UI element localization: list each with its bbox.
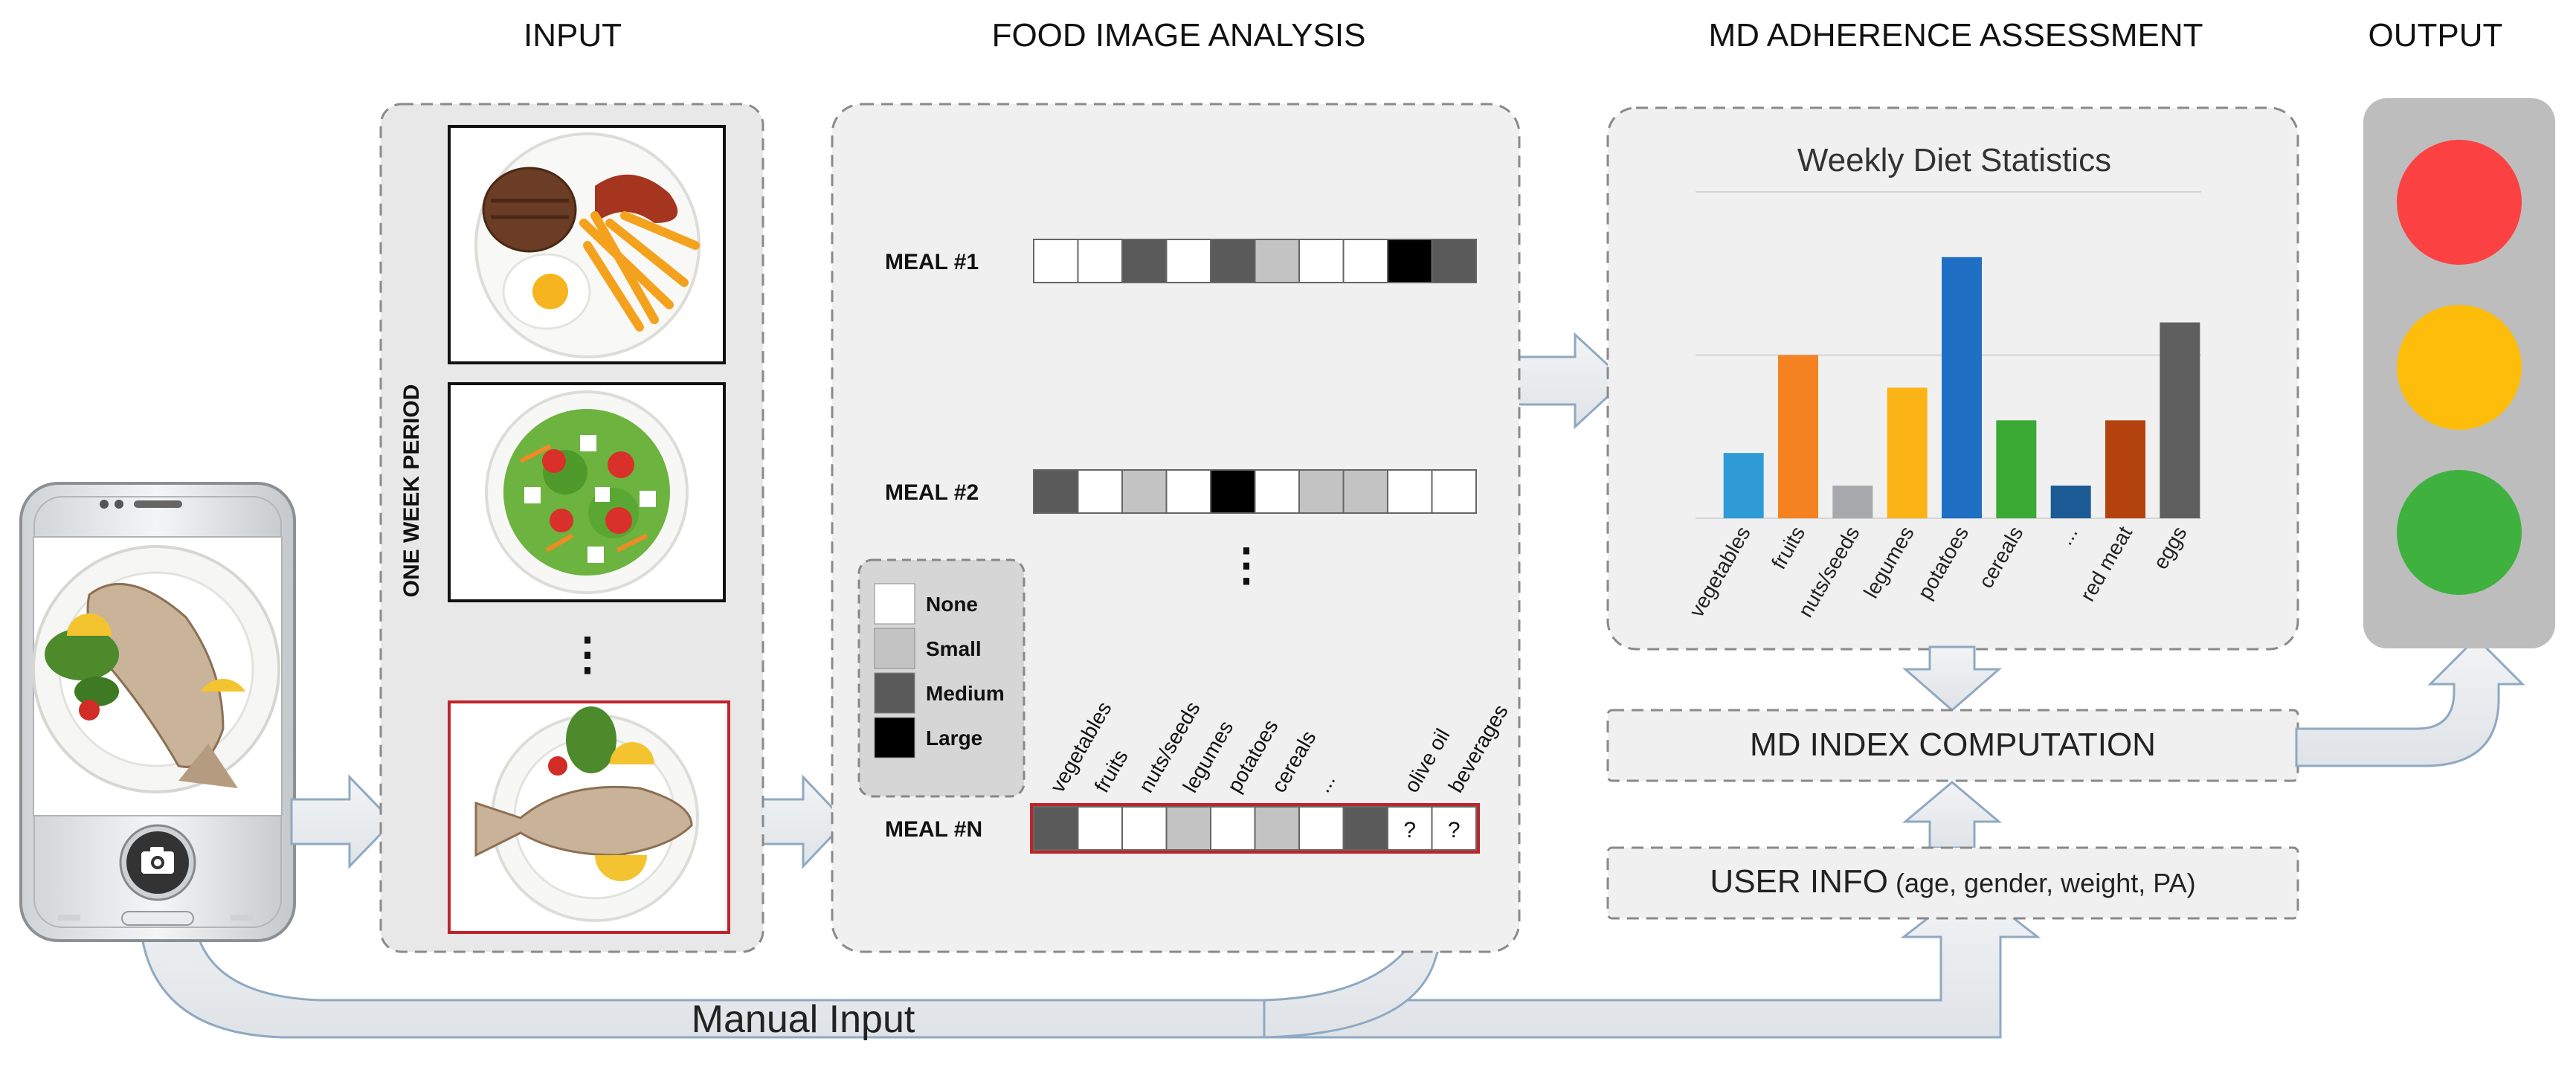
unknown-mark: ? [1403, 818, 1416, 842]
arrow-userinfo-to-index [1902, 781, 2003, 849]
meal-cell-2-5 [1210, 469, 1256, 514]
bar-fruits [1778, 355, 1818, 518]
meal-cell-1-1 [1033, 239, 1079, 283]
bar-redmeat [2105, 420, 2145, 518]
meal-cell-1-3 [1121, 239, 1168, 283]
meal-1-vector [1033, 239, 1477, 283]
legend-swatch-none [874, 583, 915, 625]
user-info-text: USER INFO (age, gender, weight, PA) [1710, 863, 2195, 900]
meal-1-label: MEAL #1 [885, 250, 979, 274]
meal-cell-3-7 [1298, 806, 1345, 851]
bar-eggs [2160, 322, 2200, 518]
header-food-image-analysis: FOOD IMAGE ANALYSIS [992, 17, 1366, 54]
meal-cell-3-6 [1254, 806, 1300, 851]
red-lamp [2397, 140, 2522, 265]
one-week-period-label: ONE WEEK PERIOD [399, 384, 424, 598]
meal-cell-2-7 [1298, 469, 1345, 514]
meal-cell-2-8 [1342, 469, 1388, 514]
meal-cell-3-10 [1431, 806, 1477, 851]
meal-n-label: MEAL #N [885, 817, 982, 842]
manual-input-label: Manual Input [692, 998, 915, 1041]
header-md-adherence: MD ADHERENCE ASSESSMENT [1708, 17, 2203, 54]
meal-photo-2 [448, 382, 726, 602]
meal-cell-3-3 [1121, 806, 1168, 851]
meal-photo-1 [448, 125, 726, 364]
legend-swatch-medium [874, 672, 915, 714]
meal-cell-2-6 [1254, 469, 1300, 514]
meal-cell-2-1 [1033, 469, 1079, 514]
meal-cell-3-4 [1165, 806, 1211, 851]
meal-cell-2-3 [1121, 469, 1168, 514]
meal-cell-3-1 [1033, 806, 1079, 851]
header-output: OUTPUT [2369, 17, 2503, 54]
bar-nutsseeds [1832, 486, 1873, 518]
meal-cell-1-9 [1387, 239, 1433, 283]
header-input: INPUT [524, 17, 622, 54]
meal-cell-2-9 [1387, 469, 1433, 514]
bar-vegetables [1723, 453, 1764, 518]
meal-cell-1-5 [1210, 239, 1256, 283]
meal-2-vector [1033, 469, 1477, 514]
legend-label-none: None [926, 593, 978, 616]
meal-ellipsis: ⋮ [1224, 540, 1269, 590]
meal-n-vector: ?? [1030, 803, 1480, 854]
legend-swatch-small [874, 628, 915, 669]
user-info-label: USER INFO [1710, 863, 1888, 900]
arrow-phone-to-input [290, 774, 395, 869]
meal-cell-1-2 [1077, 239, 1123, 283]
phone-home-button[interactable] [121, 911, 194, 926]
bar- [2050, 486, 2091, 518]
meal-cell-2-10 [1431, 469, 1477, 514]
meal-cell-3-8 [1342, 806, 1388, 851]
user-info-box [1606, 846, 2299, 920]
meal-cell-1-6 [1254, 239, 1300, 283]
meal-cell-1-8 [1342, 239, 1388, 283]
unknown-mark: ? [1448, 818, 1461, 842]
legend-label-small: Small [926, 637, 982, 660]
chart-title: Weekly Diet Statistics [1797, 142, 2111, 178]
md-index-label: MD INDEX COMPUTATION [1750, 726, 2156, 763]
user-info-detail: (age, gender, weight, PA) [1888, 868, 2196, 898]
meal-cell-1-10 [1431, 239, 1477, 283]
meal-n-highlight [1030, 803, 1480, 854]
traffic-light-lamps [2397, 140, 2522, 595]
meal-cell-2-4 [1165, 469, 1211, 514]
meal-cell-2-2 [1077, 469, 1123, 514]
arrow-index-to-output [2295, 636, 2525, 767]
phone-fish-photo [32, 545, 280, 793]
meal-photo-n [448, 700, 730, 934]
meal-cell-1-4 [1165, 239, 1211, 283]
bar-legumes [1887, 387, 1928, 518]
legend-swatch-large [874, 717, 915, 758]
yellow-lamp [2397, 305, 2522, 430]
legend-label-large: Large [926, 726, 982, 750]
bar-potatoes [1942, 257, 1982, 518]
meal-2-label: MEAL #2 [885, 480, 979, 505]
bar-cereals [1996, 420, 2037, 518]
smartphone [19, 482, 296, 942]
input-ellipsis: ⋮ [565, 629, 610, 679]
meal-cell-1-7 [1298, 239, 1345, 283]
green-lamp [2397, 470, 2522, 595]
legend-label-medium: Medium [926, 682, 1005, 705]
arrow-assessment-to-index [1902, 645, 2002, 712]
camera-icon [141, 847, 174, 874]
meal-cell-3-2 [1077, 806, 1123, 851]
meal-cell-3-5 [1210, 806, 1256, 851]
